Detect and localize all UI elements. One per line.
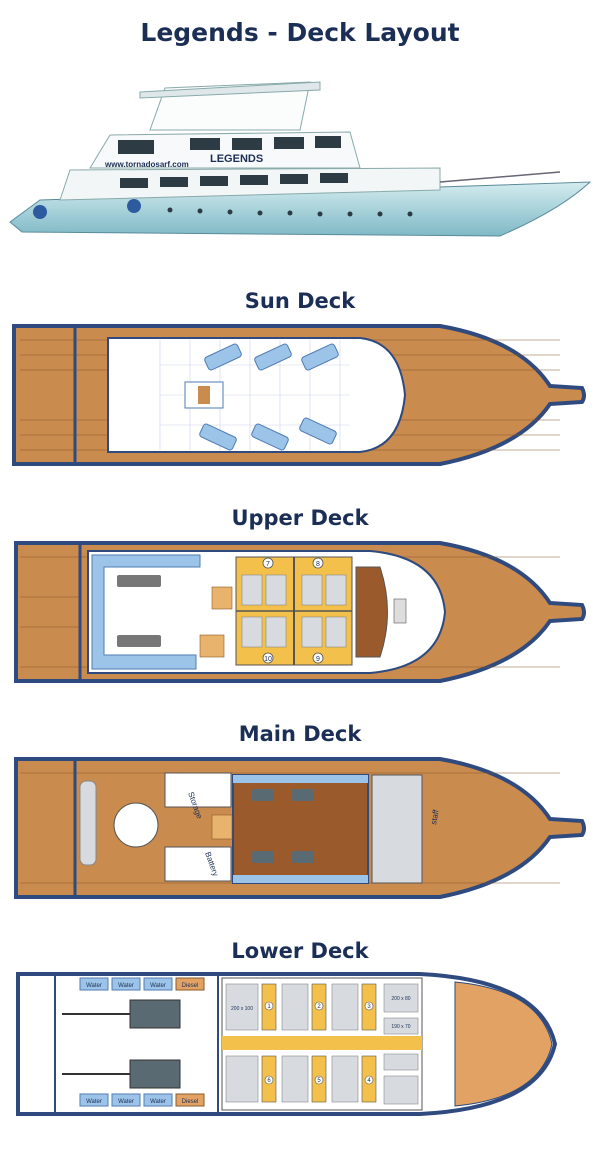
bed-label-1: 200 x 100 [231, 1006, 253, 1012]
main-deck-plan: Storage Battery staff [14, 757, 586, 899]
bed-label-3: 190 x 70 [391, 1024, 410, 1030]
sun-deck-plan [12, 324, 586, 466]
tank-top-4: Diesel [182, 983, 199, 989]
lower-cabin-number-3: 3 [367, 1004, 371, 1010]
tank-bottom-1: Water [86, 1099, 102, 1105]
sun-deck-title: Sun Deck [244, 289, 356, 313]
page-title: Legends - Deck Layout [140, 18, 460, 47]
lower-cabin-number-5: 5 [317, 1078, 321, 1084]
lower-cabin-number-1: 1 [267, 1004, 271, 1010]
tank-bottom-3: Water [150, 1099, 166, 1105]
lower-deck-plan: Water Water Water Diesel Water Water Wat… [16, 972, 558, 1116]
lower-cabin-number-2: 2 [317, 1004, 321, 1010]
boat-website-text: www.tornadosarf.com [104, 160, 189, 169]
upper-deck-title: Upper Deck [231, 506, 369, 530]
main-deck-title: Main Deck [238, 722, 362, 746]
upper-cabin-number-9: 9 [316, 656, 320, 663]
tank-bottom-2: Water [118, 1099, 134, 1105]
tank-top-2: Water [118, 983, 134, 989]
staff-label: staff [429, 808, 441, 825]
upper-deck-plan: 7 8 10 9 [14, 541, 586, 683]
tank-top-3: Water [150, 983, 166, 989]
upper-cabin-number-8: 8 [316, 561, 320, 568]
lower-deck-title: Lower Deck [231, 939, 369, 963]
lower-cabin-number-6: 6 [267, 1078, 271, 1084]
upper-cabin-number-10: 10 [264, 656, 272, 663]
upper-cabin-number-7: 7 [266, 561, 270, 568]
bed-label-2: 200 x 80 [391, 996, 410, 1002]
tank-bottom-4: Diesel [182, 1099, 199, 1105]
lower-cabin-number-4: 4 [367, 1078, 371, 1084]
tank-top-1: Water [86, 983, 102, 989]
boat-hull-name: LEGENDS [210, 153, 263, 165]
boat-photo: www.tornadosarf.com LEGENDS [9, 81, 592, 237]
